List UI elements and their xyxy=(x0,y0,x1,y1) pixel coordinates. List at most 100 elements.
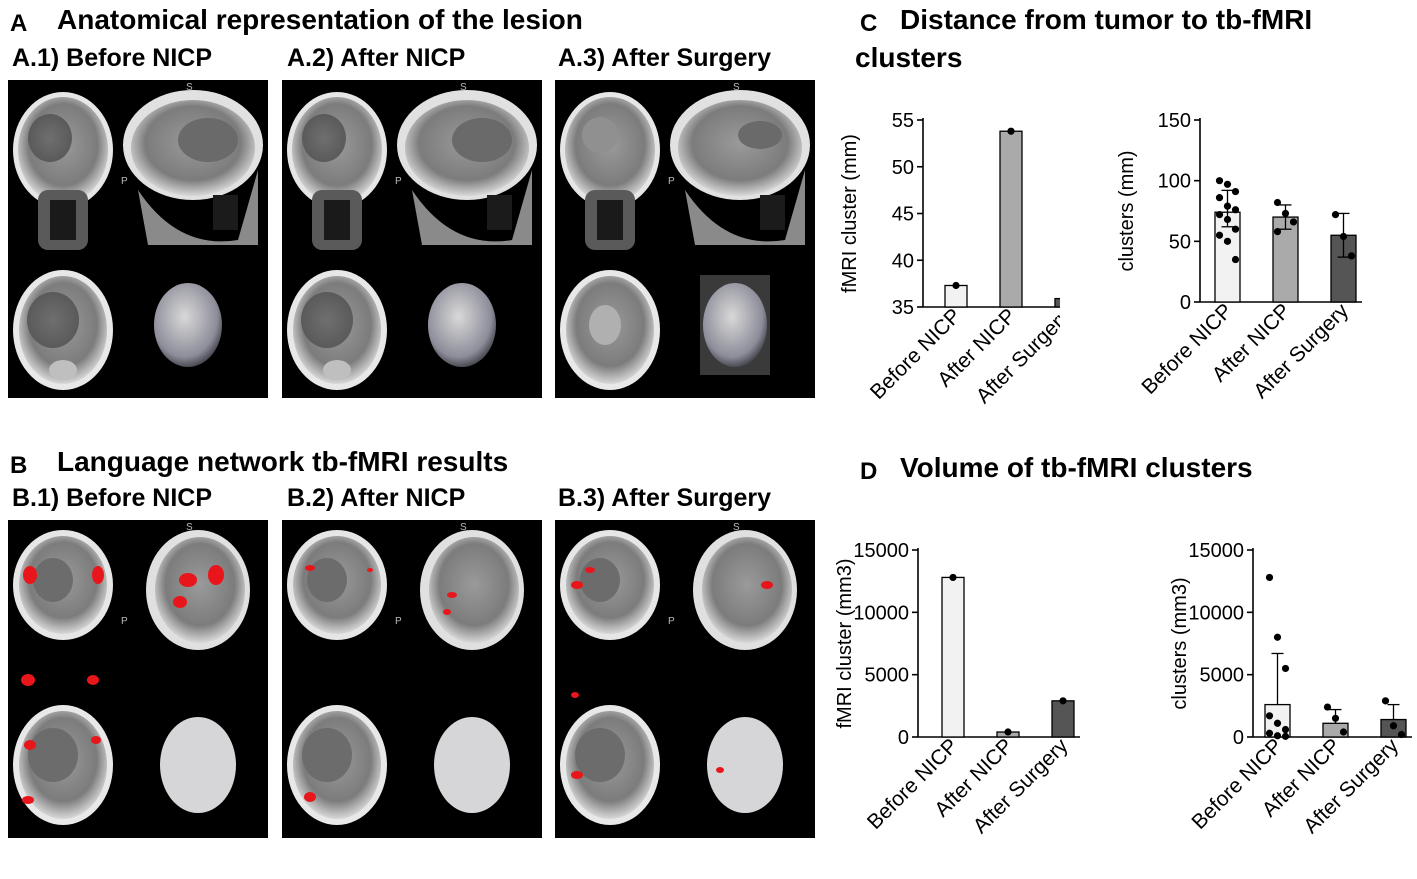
data-point xyxy=(1281,725,1290,734)
panel-c-letter: C xyxy=(860,10,878,37)
chart-tumor-to-nearest-cluster: Tumor to nearestfMRI cluster (mm)3540455… xyxy=(835,110,1060,408)
data-point xyxy=(1381,697,1390,705)
y-axis-label-line: Volume of all fMRI xyxy=(1165,562,1168,724)
panel-a3-label: A.3) After Surgery xyxy=(558,44,772,72)
orientation-p-label: P xyxy=(668,176,675,187)
data-point xyxy=(1265,729,1274,737)
panel-c-title-line2: clusters xyxy=(855,42,963,73)
y-axis-label-line: Tumor to nearest xyxy=(835,137,838,289)
y-tick-label: 0 xyxy=(1233,727,1244,749)
data-point xyxy=(1223,215,1232,224)
data-point xyxy=(1215,211,1224,219)
y-tick-label: 45 xyxy=(892,204,914,226)
y-tick-label: 55 xyxy=(892,110,914,132)
y-tick-label: 10000 xyxy=(853,602,909,624)
data-point xyxy=(1215,231,1224,239)
panel-d-title: Volume of tb-fMRI clusters xyxy=(900,452,1253,483)
data-point xyxy=(1389,722,1398,730)
data-point xyxy=(1273,198,1282,207)
x-tick-label: After Surgery xyxy=(969,734,1073,838)
chart-tumor-to-all-clusters: Tumor to all fMRIclusters (mm)050100150B… xyxy=(1115,110,1362,403)
y-tick-label: 150 xyxy=(1158,110,1191,132)
panel-b3-label: B.3) After Surgery xyxy=(558,484,772,512)
panel-a-title: Anatomical representation of the lesion xyxy=(57,4,583,35)
orientation-s-label: S xyxy=(460,82,467,93)
orientation-s-label: S xyxy=(186,522,193,533)
fmri-language-before-nicp: S P xyxy=(8,520,268,838)
data-point xyxy=(1215,194,1224,202)
y-tick-label: 15000 xyxy=(1188,540,1244,562)
y-axis-label: Tumor to all fMRIclusters (mm) xyxy=(1115,135,1138,288)
mri-anatomy-before-nicp: S P xyxy=(8,80,268,398)
panel-b1-label: B.1) Before NICP xyxy=(12,484,213,512)
data-point xyxy=(1007,127,1015,135)
orientation-s-label: S xyxy=(733,522,740,533)
y-tick-label: 40 xyxy=(892,250,914,272)
data-point xyxy=(1231,187,1240,196)
panel-a1-label: A.1) Before NICP xyxy=(12,44,213,72)
orientation-p-label: P xyxy=(395,616,402,627)
fmri-language-after-surgery-image xyxy=(555,520,815,838)
y-tick-label: 0 xyxy=(898,727,909,749)
y-tick-label: 50 xyxy=(892,157,914,179)
fmri-language-after-nicp-image xyxy=(282,520,542,838)
panel-a-letter: A xyxy=(10,10,28,37)
fmri-language-after-nicp: S P xyxy=(282,520,542,838)
mri-anatomy-after-surgery-image xyxy=(560,90,810,390)
y-axis-label-line: clusters (mm3) xyxy=(1169,577,1191,709)
data-point xyxy=(1273,228,1282,236)
data-point xyxy=(1215,177,1224,185)
orientation-p-label: P xyxy=(121,176,128,187)
panel-d-letter: D xyxy=(860,458,878,485)
orientation-p-label: P xyxy=(395,176,402,187)
data-point xyxy=(1339,728,1348,736)
orientation-s-label: S xyxy=(186,82,193,93)
y-axis-label-line: fMRI cluster (mm) xyxy=(839,134,861,293)
panel-c-title-line1: Distance from tumor to tb-fMRI xyxy=(900,4,1313,35)
bar xyxy=(1054,297,1060,308)
y-tick-label: 15000 xyxy=(853,540,909,562)
data-point xyxy=(1273,633,1282,641)
data-point xyxy=(1397,730,1406,739)
orientation-p-label: P xyxy=(121,616,128,627)
y-tick-label: 5000 xyxy=(865,665,910,687)
bar xyxy=(1051,700,1075,738)
bar xyxy=(941,576,965,738)
data-point xyxy=(1231,206,1240,214)
data-point xyxy=(1059,697,1067,705)
y-axis-label-line: Volume of nearest xyxy=(830,562,833,724)
data-point xyxy=(1231,255,1240,264)
y-axis-label: Volume of nearestfMRI cluster (mm3) xyxy=(830,559,856,729)
orientation-s-label: S xyxy=(733,82,740,93)
y-axis-label: Tumor to nearestfMRI cluster (mm) xyxy=(835,134,861,293)
data-point xyxy=(1223,202,1232,210)
mri-anatomy-after-surgery: S P xyxy=(555,80,815,398)
y-axis-label: Volume of all fMRIclusters (mm3) xyxy=(1165,562,1191,724)
data-point xyxy=(1281,732,1290,740)
data-point xyxy=(1281,664,1290,673)
data-point xyxy=(1289,218,1298,226)
y-tick-label: 0 xyxy=(1180,292,1191,314)
data-point xyxy=(1265,712,1274,720)
panel-a2-label: A.2) After NICP xyxy=(287,44,466,72)
data-point xyxy=(1323,703,1332,711)
mri-anatomy-before-nicp-image xyxy=(13,90,263,390)
data-point xyxy=(1265,573,1274,582)
y-axis-label-line: fMRI cluster (mm3) xyxy=(834,559,856,729)
panel-b2-label: B.2) After NICP xyxy=(287,484,466,512)
data-point xyxy=(1223,237,1232,245)
fmri-language-before-nicp-image xyxy=(8,520,268,838)
data-point xyxy=(1273,719,1282,727)
panel-b-title: Language network tb-fMRI results xyxy=(57,446,509,477)
y-tick-label: 5000 xyxy=(1200,665,1245,687)
data-point xyxy=(1339,232,1348,241)
y-axis-label-line: clusters (mm) xyxy=(1116,150,1138,271)
data-point xyxy=(1223,180,1232,188)
data-point xyxy=(1004,728,1012,736)
data-point xyxy=(1231,225,1240,233)
panel-b-letter: B xyxy=(10,452,28,479)
y-tick-label: 10000 xyxy=(1188,602,1244,624)
orientation-s-label: S xyxy=(460,522,467,533)
data-point xyxy=(949,573,957,582)
data-point xyxy=(952,281,960,290)
